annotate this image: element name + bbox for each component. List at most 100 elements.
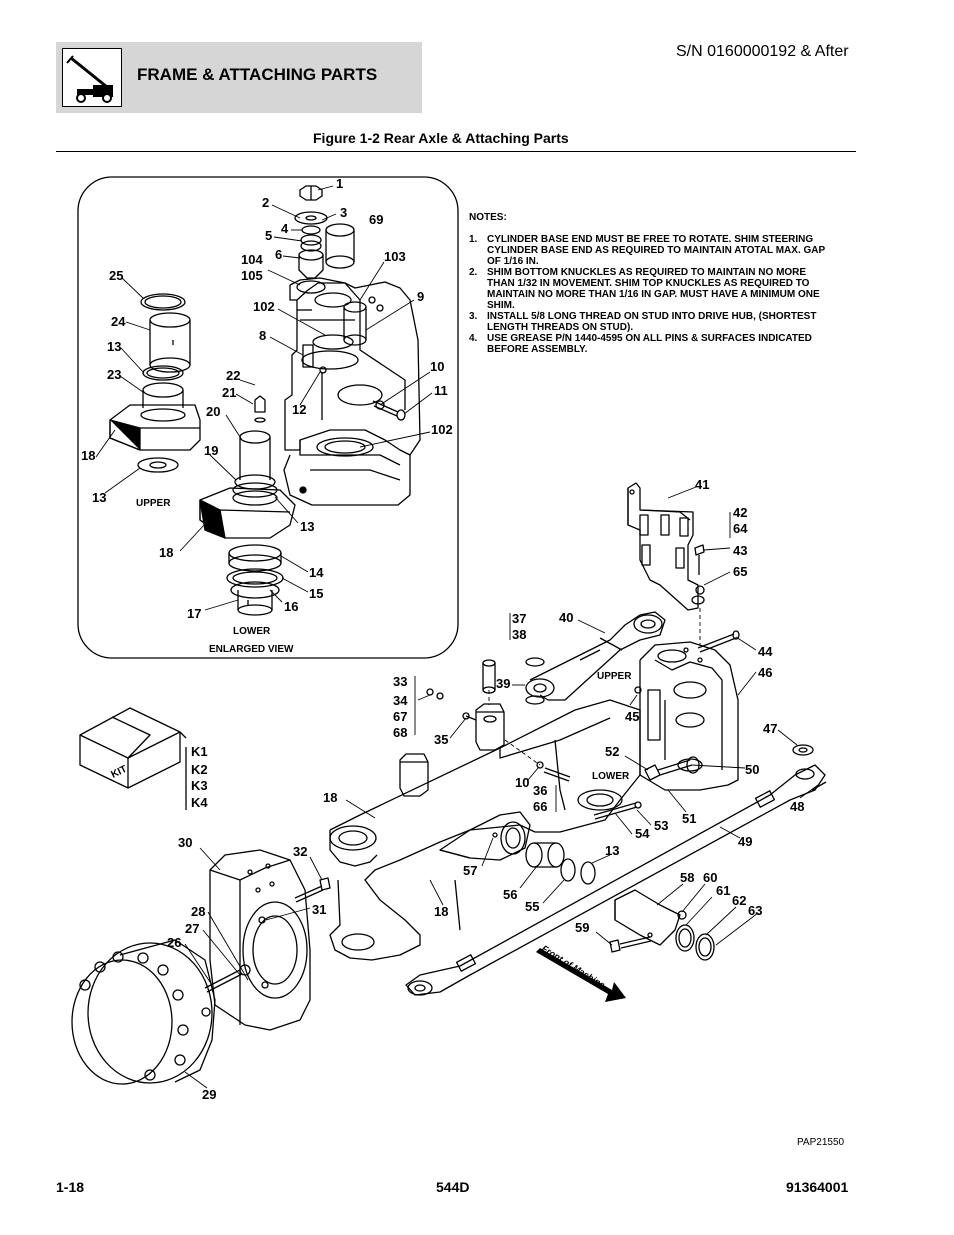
- frame-lift-icon: [62, 48, 122, 107]
- enlarged-view-frame: [77, 176, 459, 659]
- callout-35: 35: [434, 732, 448, 747]
- note-number: 2.: [469, 267, 478, 278]
- callout-36: 36: [533, 783, 547, 798]
- callout-18d: 18: [434, 904, 448, 919]
- callout-64: 64: [733, 521, 748, 536]
- bolt-44: [697, 630, 740, 653]
- callout-54: 54: [635, 826, 650, 841]
- callout-44: 44: [758, 644, 773, 659]
- callout-labels: 1 2 3 4 5 6 69 104 105 103 9 102 8 25 24…: [81, 176, 804, 1102]
- callout-27: 27: [185, 921, 199, 936]
- callout-52: 52: [605, 744, 619, 759]
- callout-13c: 13: [300, 519, 314, 534]
- steering-knuckle-enlarged: [283, 277, 421, 506]
- grease-fitting-45: [634, 686, 642, 694]
- callout-59: 59: [575, 920, 589, 935]
- callout-38: 38: [512, 627, 526, 642]
- callout-2: 2: [262, 195, 269, 210]
- pivot-pin-58: [614, 889, 715, 961]
- callout-16: 16: [284, 599, 298, 614]
- callout-17: 17: [187, 606, 201, 621]
- pivot-block-35: [475, 703, 505, 751]
- manual-number: 91364001: [786, 1179, 849, 1195]
- serial-number-range: S/N 0160000192 & After: [676, 43, 849, 60]
- callout-40: 40: [559, 610, 573, 625]
- tie-rod-49: [405, 764, 827, 996]
- note-text: INSTALL 5/8 LONG THREAD ON STUD INTO DRI…: [487, 311, 817, 333]
- callout-58: 58: [680, 870, 694, 885]
- note-item: 1. CYLINDER BASE END MUST BE FREE TO ROT…: [469, 234, 829, 267]
- lower-label-enlarged: LOWER: [233, 626, 271, 637]
- bolt-52: [644, 756, 700, 781]
- callout-41: 41: [695, 477, 709, 492]
- axle-arm-upper-18: [109, 404, 201, 451]
- callout-104: 104: [241, 252, 263, 267]
- lower-pin-stack: [232, 395, 278, 506]
- callout-105: 105: [241, 268, 263, 283]
- figure-title: Figure 1-2 Rear Axle & Attaching Parts: [313, 130, 569, 146]
- callout-18a: 18: [81, 448, 95, 463]
- knuckle-pin-stack: [294, 185, 328, 294]
- callout-55: 55: [525, 899, 539, 914]
- note-number: 1.: [469, 234, 478, 245]
- callout-65: 65: [733, 564, 747, 579]
- pin-37: [482, 659, 496, 694]
- pin-103: [343, 301, 367, 346]
- callout-k3: K3: [191, 778, 208, 793]
- callout-1: 1: [336, 176, 343, 191]
- callout-56: 56: [503, 887, 517, 902]
- sleeve-69: [325, 223, 355, 269]
- mounting-bracket-41: [627, 482, 705, 611]
- callout-13d: 13: [605, 843, 619, 858]
- callout-26: 26: [167, 935, 181, 950]
- callout-102b: 102: [431, 422, 453, 437]
- callout-37: 37: [512, 611, 526, 626]
- callout-33: 33: [393, 674, 407, 689]
- callout-53: 53: [654, 818, 668, 833]
- header-divider: [56, 151, 856, 152]
- model-number: 544D: [436, 1179, 470, 1195]
- callout-46: 46: [758, 665, 772, 680]
- lower-bushing-stack: [226, 544, 284, 616]
- callout-61: 61: [716, 883, 730, 898]
- callout-102a: 102: [253, 299, 275, 314]
- callout-9: 9: [417, 289, 424, 304]
- front-of-machine-label: Front of Machine: [540, 943, 607, 990]
- callout-8: 8: [259, 328, 266, 343]
- steering-knuckle-46: [639, 641, 739, 791]
- pivot-block-loose: [399, 753, 429, 797]
- axle-arm-lower-18: [199, 487, 296, 539]
- callout-29: 29: [202, 1087, 216, 1102]
- hub-carrier-30: [209, 849, 311, 1031]
- enlarged-view-label: ENLARGED VIEW: [209, 644, 294, 655]
- callout-k1: K1: [191, 744, 208, 759]
- note-number: 3.: [469, 311, 478, 322]
- wheel-hub-29: [71, 939, 216, 1085]
- bolt-10: [536, 761, 571, 782]
- grease-fittings-33: [426, 688, 477, 721]
- callout-15: 15: [309, 586, 323, 601]
- bolt-11: [372, 400, 406, 421]
- leader-lines-enlarged: [95, 185, 433, 611]
- callout-28: 28: [191, 904, 205, 919]
- callout-10a: 10: [430, 359, 444, 374]
- callout-10b: 10: [515, 775, 529, 790]
- callout-68: 68: [393, 725, 407, 740]
- leader-lines-main: [184, 486, 819, 1089]
- upper-label-main: UPPER: [597, 671, 632, 682]
- callout-51: 51: [682, 811, 696, 826]
- callout-12: 12: [292, 402, 306, 417]
- assembly-lines: [488, 608, 701, 766]
- page-number: 1-18: [56, 1179, 85, 1195]
- callout-22: 22: [226, 368, 240, 383]
- callout-39: 39: [496, 676, 510, 691]
- callout-45: 45: [625, 709, 639, 724]
- axle-beam-18: [329, 699, 641, 961]
- callout-34: 34: [393, 693, 408, 708]
- bushing-56: [525, 842, 565, 868]
- callout-21: 21: [222, 385, 236, 400]
- callout-14: 14: [309, 565, 324, 580]
- callout-6: 6: [275, 247, 282, 262]
- grease-fitting-12: [319, 366, 327, 374]
- callout-103: 103: [384, 249, 406, 264]
